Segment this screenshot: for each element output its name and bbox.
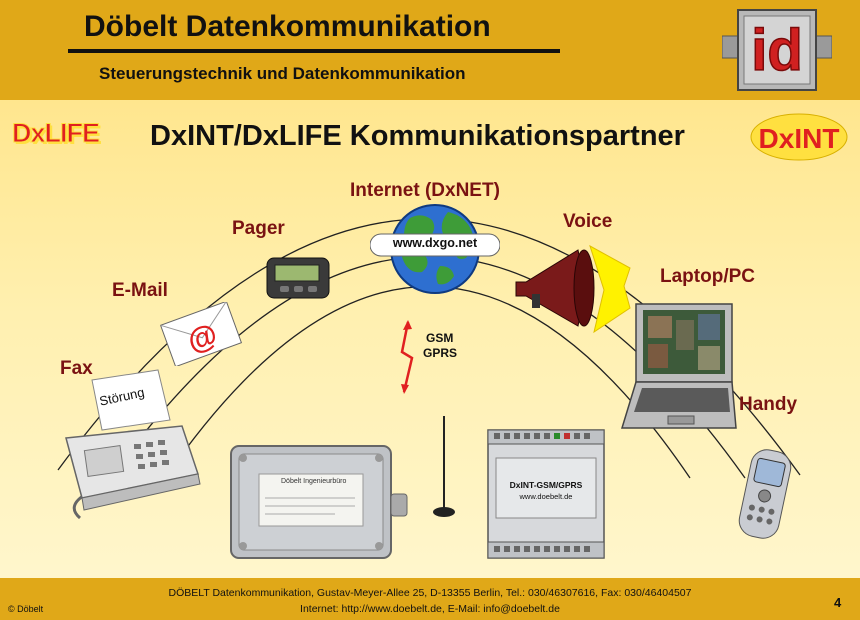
email-envelope-icon: @	[159, 300, 243, 371]
label-email: E-Mail	[112, 280, 168, 301]
label-pager: Pager	[232, 218, 285, 239]
label-handy: Handy	[739, 394, 798, 415]
lightning-signal-icon	[396, 318, 420, 401]
pager-icon	[266, 255, 332, 306]
fax-machine-icon: Störung	[62, 368, 212, 529]
dxint-module: DxINT-GSM/GPRS www.doebelt.de	[486, 428, 608, 565]
label-gsm: GSM GPRS	[423, 331, 458, 360]
antenna-icon	[430, 412, 460, 527]
svg-text:DxINT: DxINT	[759, 123, 840, 154]
mobile-phone-icon	[735, 446, 795, 547]
slide-title: DxINT/DxLIFE Kommunikationspartner	[150, 120, 685, 152]
label-internet: Internet (DxNET)	[350, 180, 500, 201]
megaphone-icon	[512, 238, 632, 343]
dxint-logo: DxINT	[749, 112, 849, 162]
dxint-module-url: www.doebelt.de	[519, 492, 573, 501]
footer-address: DÖBELT Datenkommunikation, Gustav-Meyer-…	[168, 587, 692, 599]
page-number: 4	[834, 595, 842, 610]
header-title: Döbelt Datenkommunikation	[84, 10, 491, 43]
laptop-icon	[618, 300, 743, 450]
id-logo-text: id	[751, 18, 803, 83]
globe-banner: www.dxgo.net	[392, 236, 478, 250]
footer-bar: DÖBELT Datenkommunikation, Gustav-Meyer-…	[0, 578, 860, 620]
junction-box-label: Döbelt Ingenieurbüro	[281, 478, 347, 485]
dxint-module-name: DxINT-GSM/GPRS	[509, 480, 583, 490]
globe-icon: www.dxgo.net	[369, 200, 501, 300]
label-laptop: Laptop/PC	[660, 266, 755, 287]
id-logo: id	[721, 6, 833, 94]
label-fax: Fax	[60, 358, 93, 379]
label-gprs: GPRS	[423, 346, 458, 360]
dxlife-logo: DxLIFE	[11, 118, 100, 149]
header-subtitle: Steuerungstechnik und Datenkommunikation	[99, 64, 466, 83]
footer-contact: Internet: http://www.doebelt.de, E-Mail:…	[300, 603, 560, 615]
label-voice: Voice	[563, 211, 613, 232]
header-bar: Döbelt Datenkommunikation Steuerungstech…	[0, 0, 860, 100]
junction-box: Döbelt Ingenieurbüro	[225, 440, 415, 575]
footer-copyright: © Döbelt	[8, 604, 44, 614]
header-underline	[68, 49, 560, 53]
